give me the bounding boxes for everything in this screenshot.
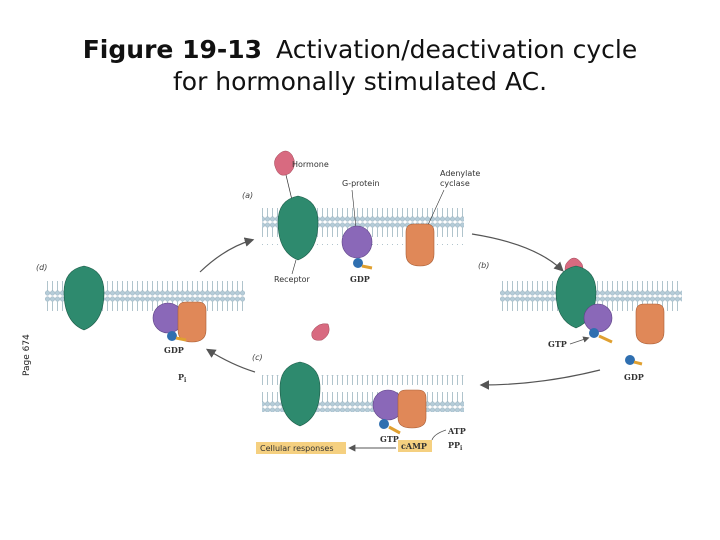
- adenylate-label-2: cyclase: [440, 179, 470, 188]
- arrow-a-to-b: [471, 233, 564, 272]
- pi-label: Pi: [178, 372, 187, 384]
- receptor-a: [277, 195, 319, 261]
- figure-title: Figure 19-13 Activation/deactivation cycl…: [0, 34, 720, 98]
- receptor-d: [63, 265, 105, 331]
- adenylate-cyclase-b: [635, 303, 665, 345]
- gdp-nucleotide-a: [353, 258, 363, 268]
- gdp-phosphate-b: [633, 360, 643, 366]
- g-protein-pointer: [351, 189, 357, 229]
- adenylate-pointer: [427, 189, 445, 226]
- gtp-phosphate-c: [388, 425, 401, 435]
- gdp-phosphate-a: [361, 264, 373, 270]
- adenylate-cyclase-c: [397, 389, 427, 429]
- gdp-label-a: GDP: [350, 274, 370, 284]
- adenylate-label-1: Adenylate: [440, 169, 480, 178]
- gtp-label-c: GTP: [380, 434, 399, 444]
- gtp-label-b: GTP: [548, 339, 567, 349]
- camp-label: cAMP: [401, 441, 427, 451]
- gdp-phosphate-d: [175, 336, 187, 342]
- cellular-responses-box: [256, 442, 346, 454]
- g-protein-b: [583, 303, 613, 333]
- hormone-shape-c: [311, 323, 330, 341]
- gdp-label-d: GDP: [164, 345, 184, 355]
- receptor-pointer: [291, 259, 297, 275]
- cellular-responses-label: Cellular responses: [260, 444, 333, 453]
- gdp-label-b: GDP: [624, 372, 644, 382]
- adenylate-cyclase-d: [177, 301, 207, 343]
- panel-label-d: (d): [36, 263, 47, 272]
- arrow-c-to-d: [205, 348, 256, 373]
- figure-number: Figure 19-13: [82, 35, 263, 64]
- gdp-nucleotide-d: [167, 331, 177, 341]
- panel-label-b: (b): [478, 261, 489, 270]
- panel-label-a: (a): [242, 191, 253, 200]
- gdp-nucleotide-b: [625, 355, 635, 365]
- gtp-nucleotide-b: [589, 328, 599, 338]
- adenylate-cyclase-a: [405, 223, 435, 267]
- gtp-nucleotide-c: [379, 419, 389, 429]
- hormone-shape-a: [274, 150, 295, 176]
- ppi-label: PPi: [448, 440, 463, 452]
- title-text-1: Activation/deactivation cycle: [276, 35, 638, 64]
- title-line-1: Figure 19-13 Activation/deactivation cycl…: [0, 34, 720, 66]
- arrow-d-to-a: [199, 237, 255, 273]
- hormone-pointer-a: [285, 174, 293, 201]
- atp-arrow: [431, 429, 447, 441]
- g-protein-label: G-protein: [342, 179, 380, 188]
- panel-label-c: (c): [252, 353, 263, 362]
- receptor-label: Receptor: [274, 275, 311, 284]
- gtp-phosphate-b: [598, 334, 613, 344]
- g-protein-a: [341, 225, 373, 259]
- title-line-2: for hormonally stimulated AC.: [172, 67, 548, 96]
- hormone-label: Hormone: [292, 160, 329, 169]
- receptor-c: [279, 361, 321, 427]
- arrow-b-to-c: [479, 369, 601, 390]
- gtp-arrow-b: [569, 336, 590, 345]
- camp-highlight: [398, 440, 432, 452]
- atp-label: ATP: [447, 426, 466, 436]
